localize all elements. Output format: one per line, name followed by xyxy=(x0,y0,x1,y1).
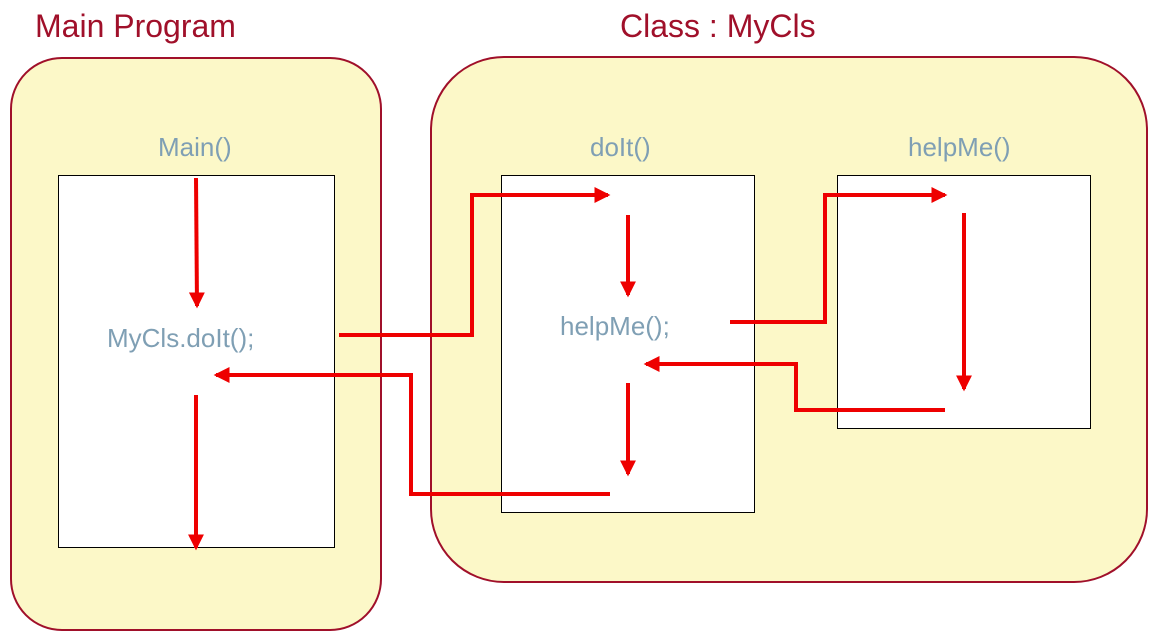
main-program-title: Main Program xyxy=(35,8,236,44)
helpme-method-title: helpMe() xyxy=(908,132,1011,162)
doit-call-statement: helpMe(); xyxy=(560,311,670,341)
main-method-box xyxy=(58,175,335,548)
helpme-method-box xyxy=(837,175,1091,429)
main-call-statement: MyCls.doIt(); xyxy=(107,323,255,353)
main-method-title: Main() xyxy=(158,132,232,162)
class-title: Class : MyCls xyxy=(620,8,816,44)
doit-method-box xyxy=(501,175,755,513)
doit-method-title: doIt() xyxy=(590,132,651,162)
